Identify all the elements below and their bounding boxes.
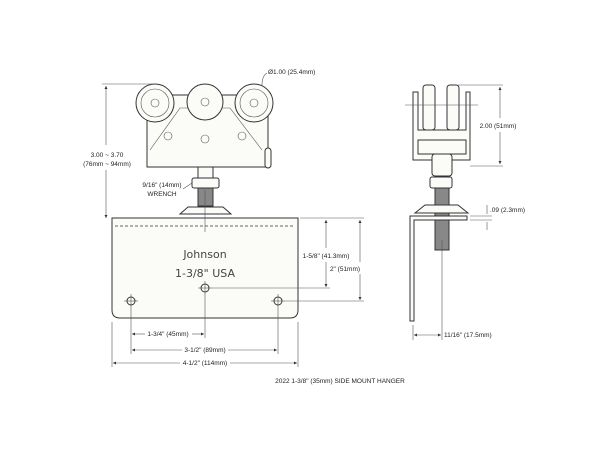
drawing-caption: 2022 1-3/8" (35mm) SIDE MOUNT HANGER (275, 378, 405, 385)
washer (178, 206, 233, 215)
mounting-plate (111, 217, 299, 319)
dimension-label: 3.00 ~ 3.70 (91, 152, 124, 159)
front-dimensions: 3.00 ~ 3.70 (76mm ~ 94mm) Ø1.00 (25.4mm)… (83, 69, 364, 367)
mounting-hole (198, 281, 212, 295)
bracket (409, 215, 468, 322)
dimension-label: 2.00 (51mm) (480, 123, 517, 130)
plate-brand: Johnson (182, 248, 226, 261)
dimension-label: WRENCH (147, 191, 177, 198)
wheel (234, 83, 274, 123)
dimension-label: 1-3/4" (45mm) (147, 331, 188, 338)
latch (264, 147, 272, 169)
threaded-stud (197, 187, 214, 207)
dimension-label: Ø1.00 (25.4mm) (268, 69, 315, 76)
side-view (405, 84, 478, 340)
dimension-label: 3-1/2" (89mm) (184, 347, 225, 354)
dimension-label: 11/16" (17.5mm) (444, 332, 492, 339)
screw (237, 131, 247, 141)
side-dimensions: 2.00 (51mm) .09 (2.3mm) 11/16" (17.5mm) (412, 84, 525, 340)
nut (191, 177, 220, 189)
wheel (422, 84, 436, 131)
plate-size: 1-3/8" USA (175, 267, 235, 280)
washer (413, 204, 470, 214)
wheel (446, 84, 460, 131)
screw (200, 134, 210, 144)
dimension-label: 9/16" (14mm) (142, 182, 181, 189)
nut (429, 176, 453, 189)
front-view: Johnson 1-3/8" USA (111, 83, 299, 319)
dimension-label: .09 (2.3mm) (490, 207, 525, 214)
mounting-hole (271, 294, 285, 308)
dimension-label: (76mm ~ 94mm) (83, 161, 131, 168)
dimension-label: 1-5/8" (41.3mm) (303, 253, 350, 260)
wheel (135, 83, 175, 123)
screw (163, 131, 173, 141)
wheel (186, 83, 224, 121)
dimension-label: 2" (51mm) (330, 266, 360, 273)
mounting-hole (124, 294, 138, 308)
dimension-label: 4-1/2" (114mm) (183, 360, 227, 367)
